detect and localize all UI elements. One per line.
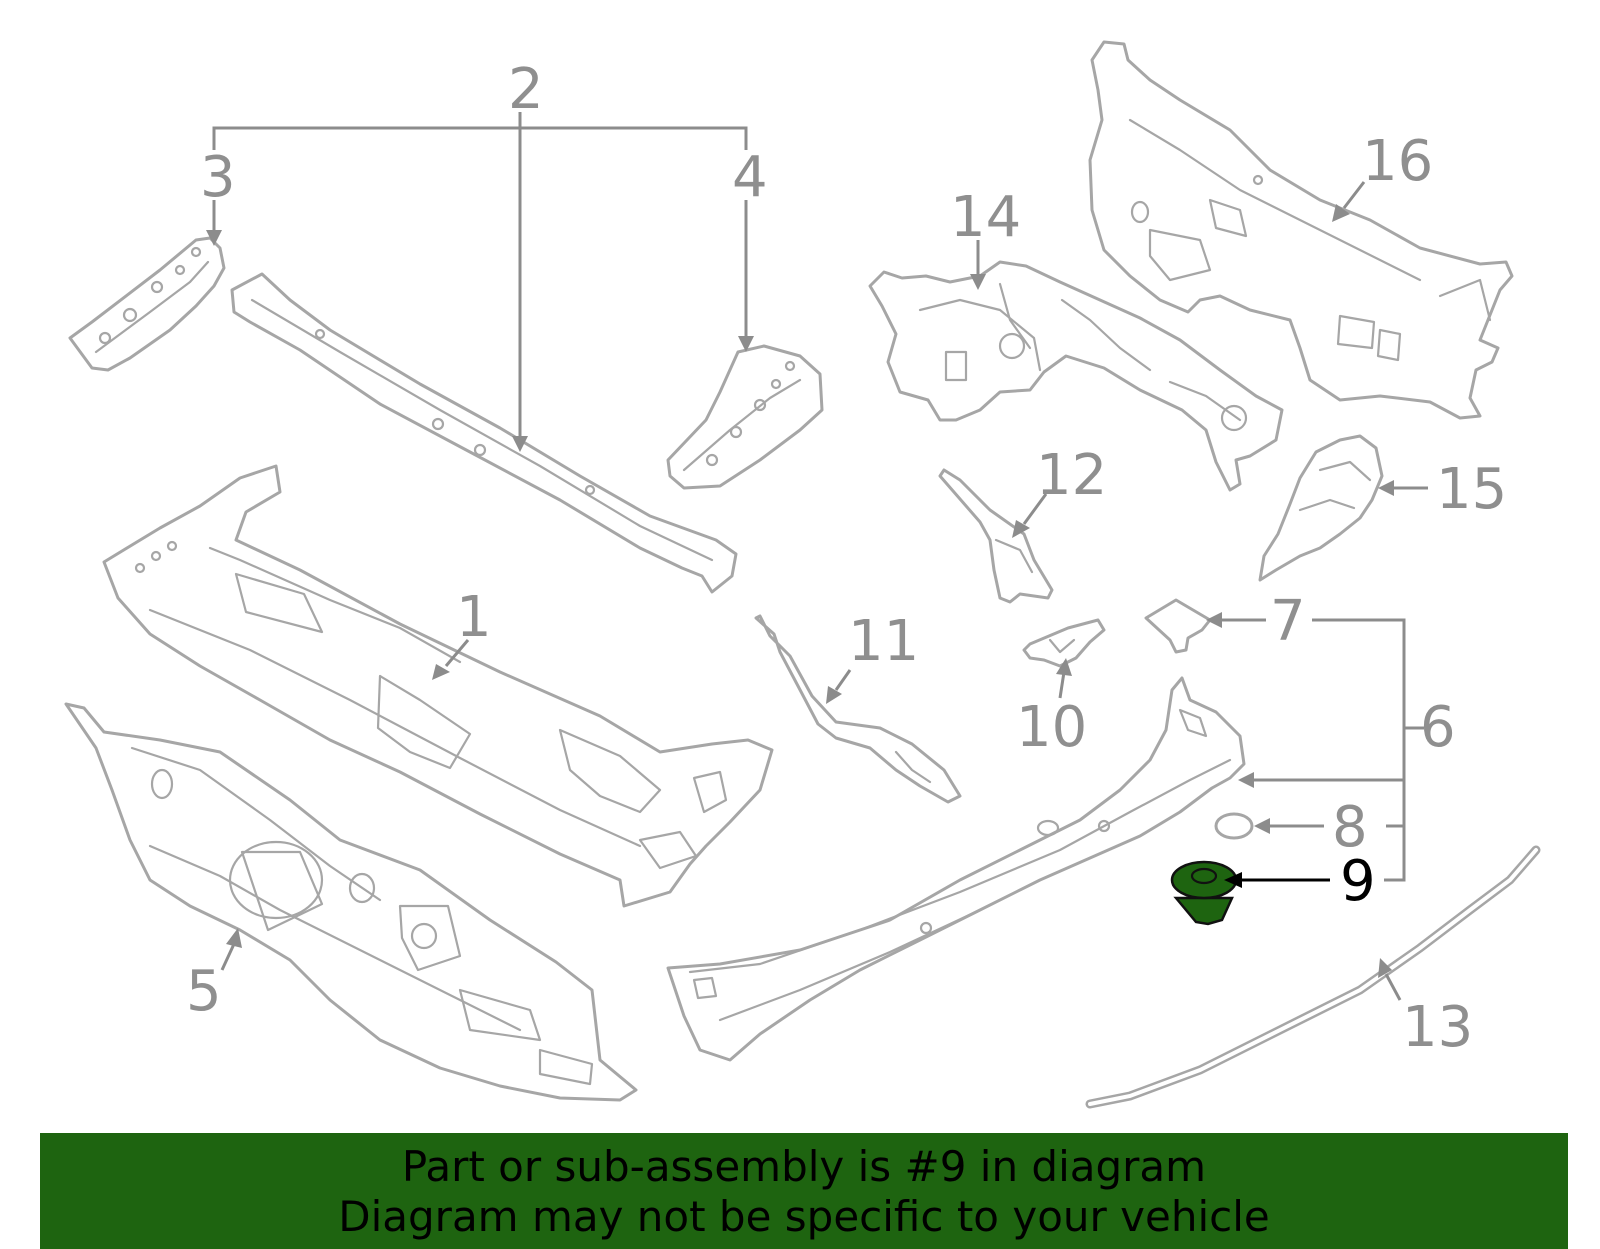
- part-10-clip[interactable]: [1022, 618, 1106, 668]
- callout-13: 13: [1402, 995, 1473, 1060]
- part-5-dash-panel[interactable]: [64, 702, 638, 1102]
- callout-6: 6: [1420, 695, 1456, 760]
- part-6-lower-cowl[interactable]: [666, 676, 1246, 1062]
- part-2-cross-member[interactable]: [230, 272, 738, 594]
- callout-16: 16: [1362, 129, 1433, 194]
- part-16-insulator[interactable]: [1088, 40, 1514, 420]
- callout-14: 14: [950, 185, 1021, 250]
- part-3-bracket[interactable]: [68, 236, 226, 372]
- callout-8: 8: [1332, 795, 1368, 860]
- callout-7: 7: [1270, 589, 1306, 654]
- callout-2: 2: [508, 57, 544, 122]
- part-14-housing[interactable]: [868, 260, 1284, 492]
- part-8-grommet[interactable]: [1214, 812, 1254, 840]
- callout-labels: 1 2 3 4 5 6 7 8 9 10 11 12 13 14 15 16: [186, 57, 1507, 1060]
- callout-3: 3: [200, 145, 236, 210]
- part-15-bracket[interactable]: [1258, 434, 1384, 582]
- part-12-bracket[interactable]: [938, 468, 1054, 604]
- part-9-plug-highlighted[interactable]: [1170, 860, 1238, 926]
- banner-line-1: Part or sub-assembly is #9 in diagram: [401, 1142, 1207, 1191]
- part-4-bracket[interactable]: [666, 344, 824, 490]
- callout-12: 12: [1036, 443, 1107, 508]
- callout-1: 1: [456, 585, 492, 650]
- leader-lines: [206, 112, 1428, 1001]
- banner-line-2: Diagram may not be specific to your vehi…: [338, 1192, 1270, 1241]
- part-1-cowl-panel[interactable]: [102, 464, 774, 908]
- part-13-weatherstrip[interactable]: [1085, 845, 1541, 1109]
- callout-10: 10: [1016, 695, 1087, 760]
- callout-15: 15: [1436, 457, 1507, 522]
- part-11-bracket[interactable]: [754, 614, 962, 804]
- part-7-cap[interactable]: [1144, 598, 1212, 654]
- callout-4: 4: [732, 145, 768, 210]
- callout-11: 11: [848, 609, 919, 674]
- callout-5: 5: [186, 959, 222, 1024]
- info-banner: Part or sub-assembly is #9 in diagram Di…: [40, 1133, 1568, 1249]
- callout-9: 9: [1340, 849, 1376, 914]
